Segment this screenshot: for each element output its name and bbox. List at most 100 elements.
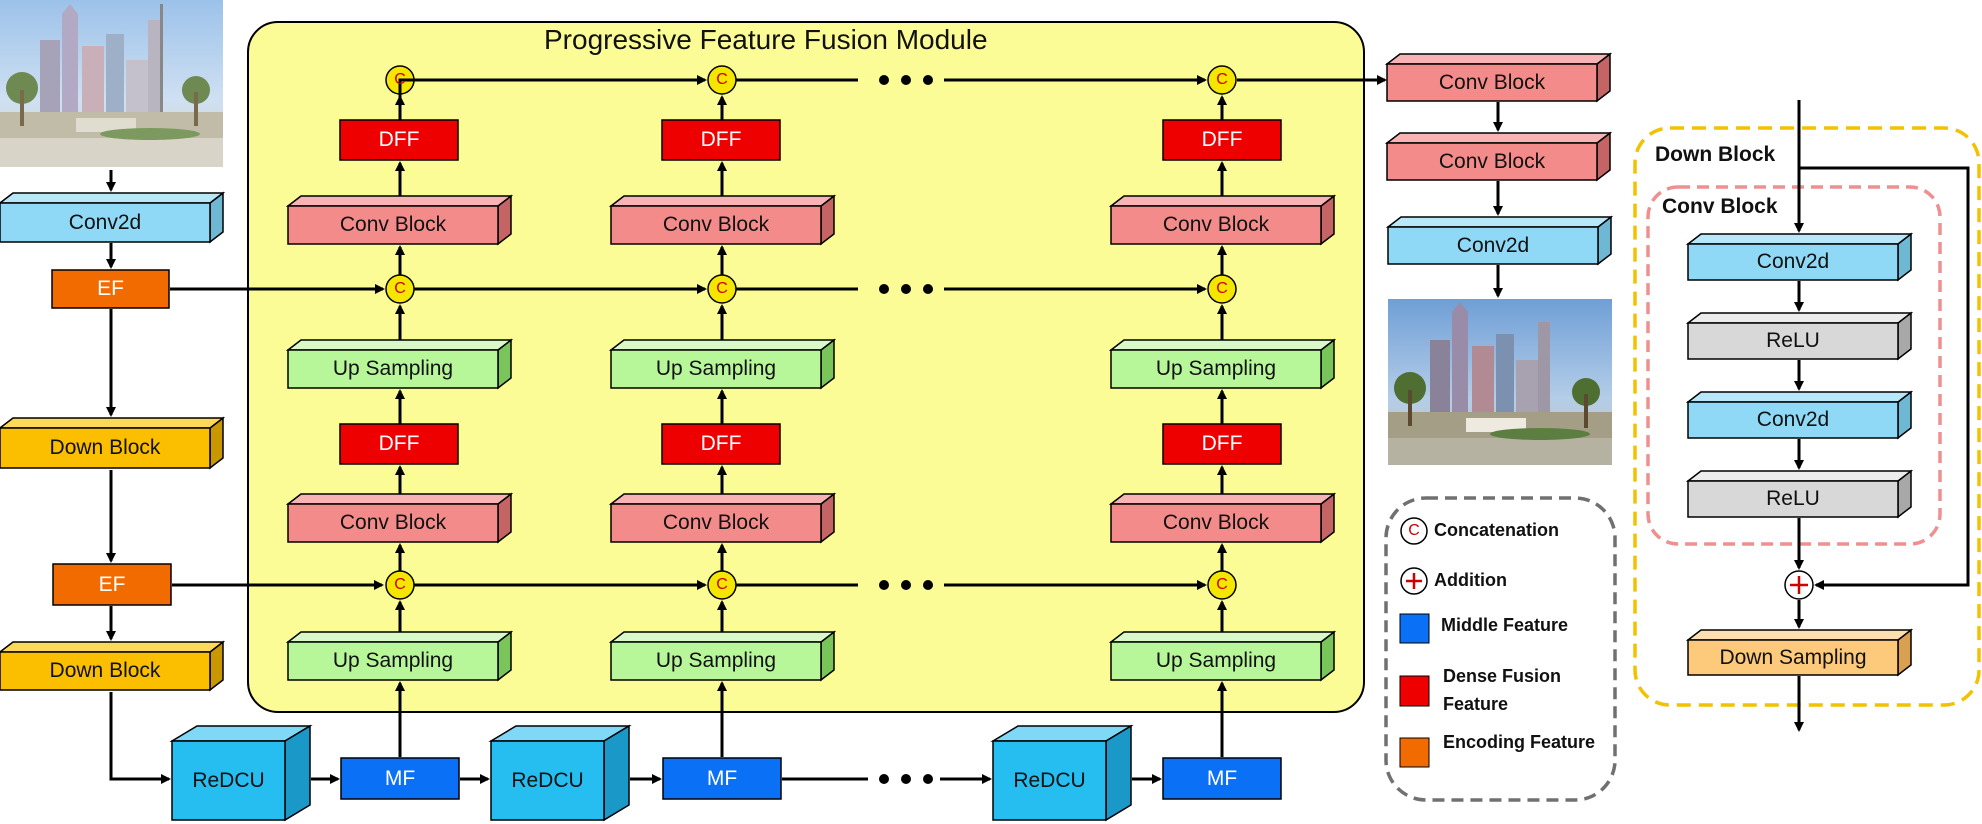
dff-box-upper-3 [1162,119,1282,161]
up-sampling-label-bottom-1: Up Sampling [332,649,454,672]
up-sampling-label-top-3: Up Sampling [1155,357,1277,380]
detail-down-sampling [1685,628,1914,677]
input-hazy-image [0,0,223,167]
legend-concat-icon [1400,517,1428,545]
legend-encoding-feature-swatch [1399,737,1430,768]
dff-box-lower-2 [661,423,781,465]
output-conv-block-1 [1384,52,1613,103]
detail-down-sampling-label: Down Sampling [1719,645,1867,669]
mf-box-2 [662,757,782,800]
concat-node-top-3 [1207,65,1237,95]
conv-block-label-upper-2: Conv Block [662,213,770,236]
ellipsis-dot-3-2 [901,580,911,590]
mf-box-3 [1162,757,1282,800]
conv-block-label-lower-2: Conv Block [662,511,770,534]
ef-label-top: EF [97,277,124,300]
redcu-label-1: ReDCU [192,768,265,792]
up-sampling-box-top-2 [608,338,837,390]
mf-label-3: MF [1206,766,1238,790]
up-sampling-box-bottom-1 [285,630,514,682]
redcu-cube-3 [990,724,1134,822]
left-conv2d-label: Conv2d [68,210,142,234]
detail-relu-label-2: ReLU [1766,487,1820,510]
output-conv2d-box [1385,215,1614,266]
dff-box-lower-3 [1162,423,1282,465]
legend-middle-feature: Middle Feature [1441,615,1569,635]
output-dehazed-image [1388,299,1612,465]
conv-block-label-lower-1: Conv Block [339,511,447,534]
ellipsis-dot-2-3 [923,284,933,294]
concat-node-lower-1-glyph: C [394,576,406,593]
output-conv-block-2 [1384,131,1613,182]
ellipsis-dot-1-1 [879,75,889,85]
concat-node-middle-1-glyph: C [394,280,406,297]
dff-label-upper-1: DFF [378,128,420,151]
legend-dense-fusion-line2: Feature [1443,694,1509,714]
up-sampling-label-top-1: Up Sampling [332,357,454,380]
legend-middle-feature-swatch [1399,613,1430,644]
left-conv2d-box [0,191,226,244]
concat-node-lower-2-glyph: C [716,576,728,593]
concat-node-middle-3-glyph: C [1216,280,1228,297]
legend-concatenation: Concatenation [1434,520,1560,540]
conv-block-label-upper-3: Conv Block [1162,213,1270,236]
connection-lines [106,75,1970,784]
ellipsis-dot-4-2 [901,774,911,784]
legend-encoding-feature: Encoding Feature [1443,732,1596,752]
detail-down-block-title: Down Block [1655,143,1776,166]
detail-relu-2 [1685,469,1914,519]
ellipsis-dot-3-1 [879,580,889,590]
up-sampling-box-top-1 [285,338,514,390]
ellipsis-dot-3-3 [923,580,933,590]
conv-block-box-upper-3 [1108,194,1337,246]
detail-conv-block-title: Conv Block [1662,195,1778,218]
ellipsis-dot-2-2 [901,284,911,294]
legend-concat-glyph: C [1408,522,1420,539]
redcu-cube-1 [169,724,313,822]
ellipsis-dot-1-3 [923,75,933,85]
dff-label-lower-1: DFF [378,432,420,455]
dff-label-upper-3: DFF [1201,128,1243,151]
legend-dense-fusion-line1: Dense Fusion [1443,666,1562,686]
redcu-label-3: ReDCU [1013,768,1086,792]
detail-conv2d-label-2: Conv2d [1756,408,1830,431]
redcu-label-2: ReDCU [511,768,584,792]
detail-relu-1 [1685,311,1914,361]
detail-conv2d-label-1: Conv2d [1756,250,1830,273]
legend-addition: Addition [1434,570,1507,590]
legend-dense-fusion-swatch [1399,675,1430,707]
concat-node-top-2-glyph: C [716,71,728,88]
concat-node-lower-3-glyph: C [1216,576,1228,593]
conv-block-box-lower-3 [1108,492,1337,544]
ellipsis-dot-4-3 [923,774,933,784]
down-block-box-1 [0,416,226,470]
down-block-label-2: Down Block [49,659,161,682]
up-sampling-label-bottom-3: Up Sampling [1155,649,1277,672]
conv-block-detail-frame [1646,185,1942,546]
concat-node-top-3-glyph: C [1216,71,1228,88]
output-conv-block-label-1: Conv Block [1438,70,1546,94]
module-title: Progressive Feature Fusion Module [544,24,988,55]
concat-node-top-1-glyph: C [394,71,406,88]
down-block-detail-frame [1633,126,1981,707]
up-sampling-box-bottom-2 [608,630,837,682]
down-block-label-1: Down Block [49,436,161,459]
legend-frame [1384,496,1617,802]
conv-block-box-upper-1 [285,194,514,246]
ef-label-bottom: EF [98,572,126,596]
dff-label-upper-2: DFF [700,128,742,151]
redcu-cube-2 [488,724,632,822]
ellipsis-dot-4-1 [879,774,889,784]
output-conv-block-label-2: Conv Block [1438,149,1546,173]
mf-label-2: MF [706,766,738,790]
concat-node-middle-2-glyph: C [716,280,728,297]
detail-relu-label-1: ReLU [1766,329,1820,352]
mf-box-1 [340,757,460,800]
ef-box-bottom [52,563,172,606]
detail-conv2d-2 [1685,390,1914,440]
ellipsis-dot-1-2 [901,75,911,85]
conv-block-box-upper-2 [608,194,837,246]
up-sampling-label-bottom-2: Up Sampling [655,649,777,672]
ellipsis-dot-2-1 [879,284,889,294]
